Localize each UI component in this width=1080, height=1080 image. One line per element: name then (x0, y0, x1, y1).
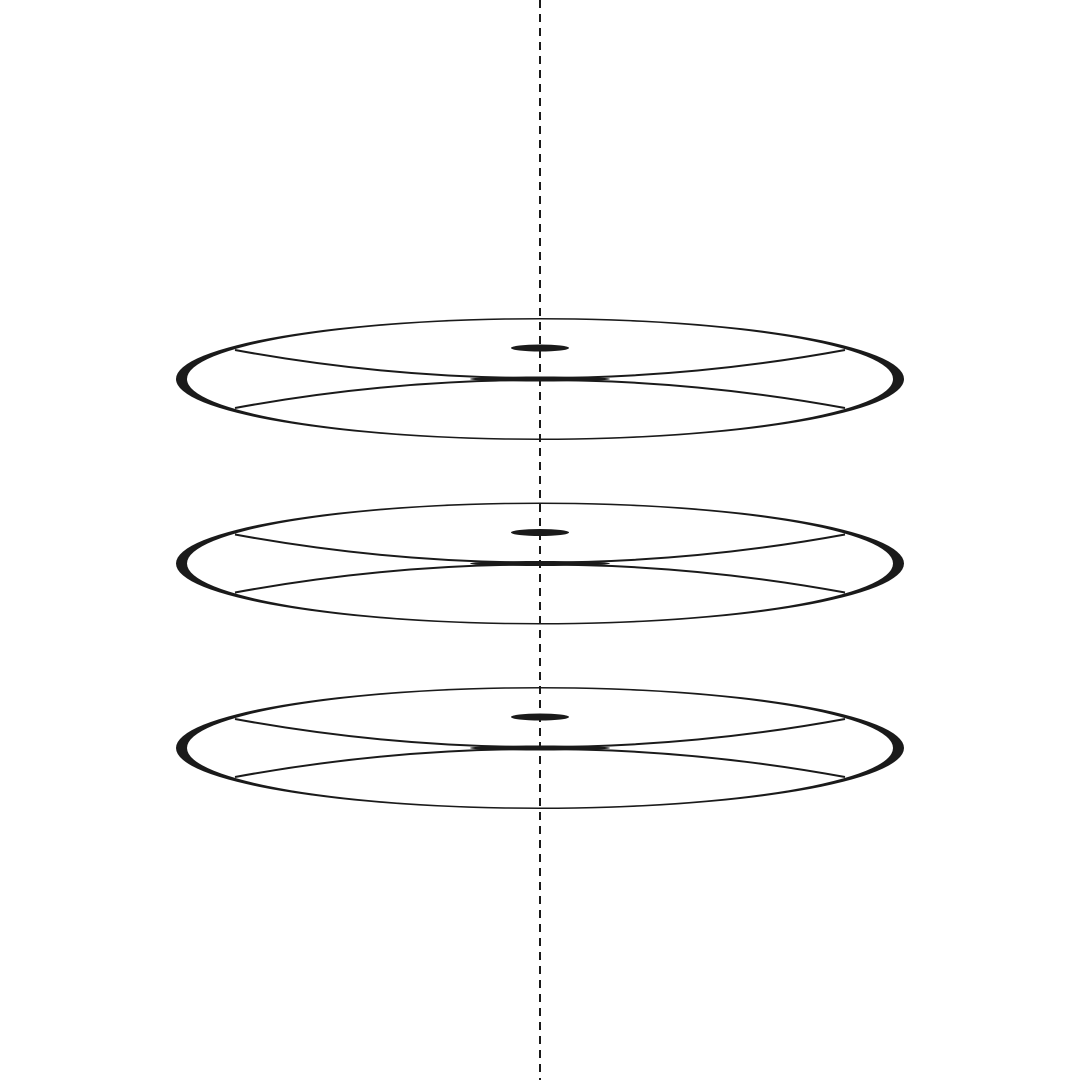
disc-center-hole (511, 344, 569, 352)
